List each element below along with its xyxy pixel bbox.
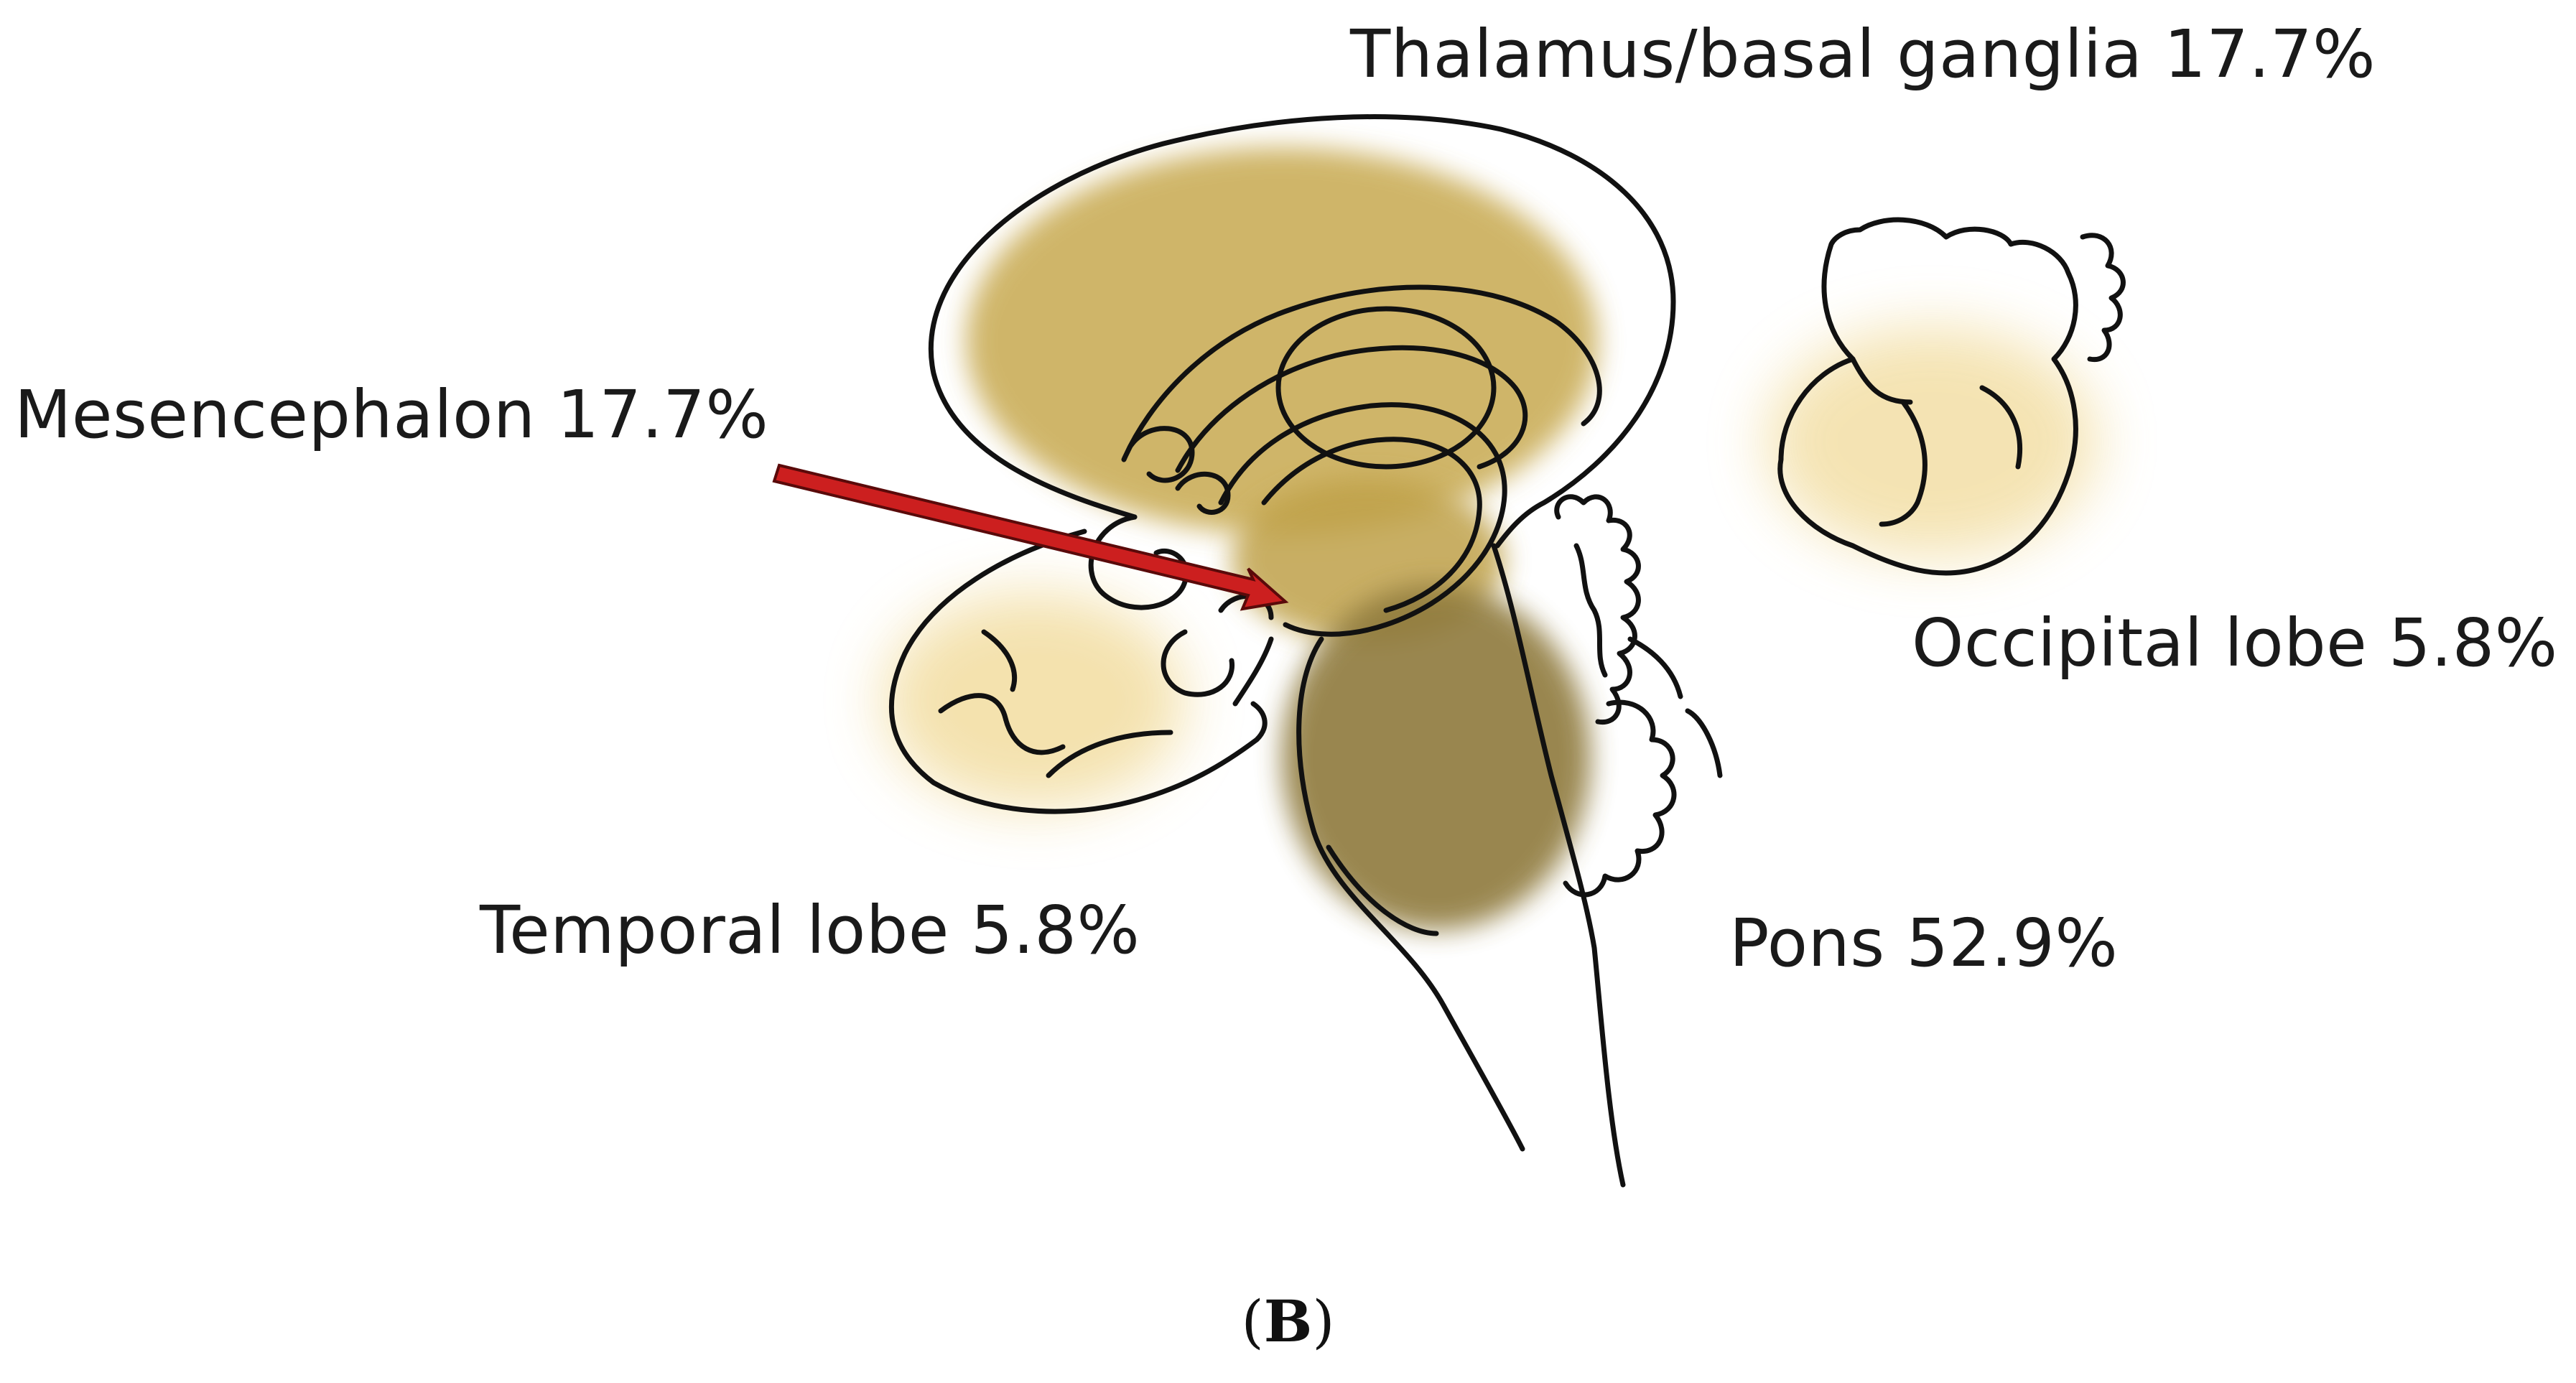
fornix-line-1 [1218, 402, 1507, 637]
panel-open-paren: ( [1241, 1288, 1264, 1355]
brainstem-posterior-edge [1491, 543, 1626, 1188]
temporal-lobe-shading [883, 592, 1185, 808]
red-arrow-icon [772, 463, 1289, 611]
mesencephalon-arrow [772, 463, 1289, 611]
temporal-sulcus-2 [1046, 730, 1173, 778]
label-occipital-lobe: Occipital lobe 5.8% [1912, 605, 2558, 681]
fornix-line-2 [1261, 437, 1482, 613]
occipital-sulcus-3 [1979, 385, 2023, 470]
septal-curl-2 [1175, 471, 1231, 515]
pons-lower-curve [1326, 844, 1439, 936]
label-mesencephalon: Mesencephalon 17.7% [14, 376, 769, 453]
brain-outline-drawing [888, 114, 2126, 1188]
occipital-lobe-outline [1777, 217, 2078, 576]
pons-shading [1282, 585, 1591, 930]
panel-close-paren: ) [1312, 1288, 1335, 1355]
label-temporal-lobe: Temporal lobe 5.8% [480, 892, 1140, 969]
cerebellum-folia-lower [1563, 699, 1677, 898]
occipital-folds-edge [2080, 233, 2126, 363]
corpus-callosum-outer [1121, 284, 1602, 462]
cerebrum-outline [928, 114, 1676, 549]
cerebellum-folia-upper [1554, 494, 1641, 725]
pituitary-bump [1161, 629, 1235, 697]
occipital-lobe-shading [1767, 327, 2097, 557]
thalamus-shading [966, 147, 1598, 535]
panel-letter: B [1263, 1287, 1313, 1355]
brainstem-notch [1232, 636, 1274, 707]
cerebellum-folia-inner [1573, 543, 1608, 678]
septal-curl-1 [1128, 426, 1195, 483]
label-thalamus-basal-ganglia: Thalamus/basal ganglia 17.7% [1350, 16, 2376, 93]
label-pons: Pons 52.9% [1729, 905, 2119, 982]
occipital-sulcus-2 [1879, 399, 1928, 527]
temporal-sulcus-1 [938, 693, 1066, 755]
cerebellum-folia-edge [1627, 636, 1723, 778]
corpus-callosum-inner [1175, 345, 1528, 473]
brainstem-anterior-edge [1296, 636, 1525, 1152]
temporal-lobe-outline [888, 528, 1268, 814]
temporal-sulcus-3 [981, 629, 1018, 692]
region-shading-layer [883, 147, 2097, 930]
panel-label: (B) [0, 1293, 2576, 1351]
thalamus-oval-outline [1275, 306, 1497, 470]
